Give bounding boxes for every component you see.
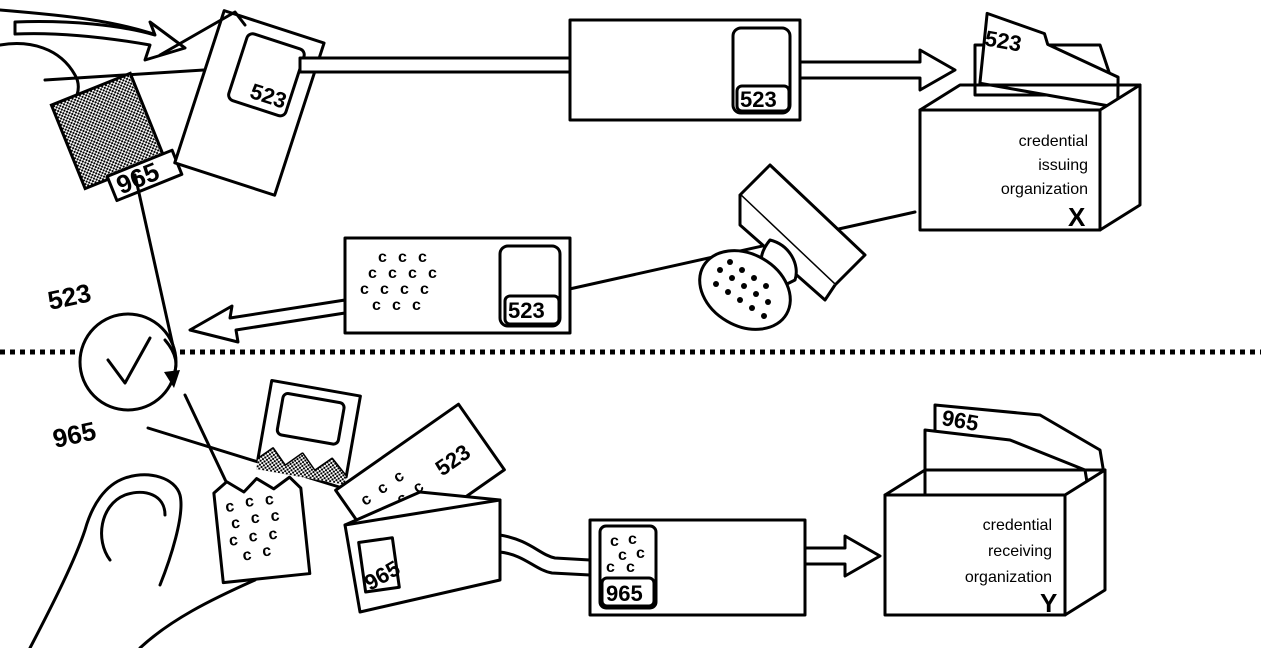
bottom-time-number: 965 xyxy=(50,416,99,454)
svg-text:c: c xyxy=(268,526,279,544)
receiver-letter: Y xyxy=(1040,588,1057,618)
bottom-envelope-number: 965 xyxy=(606,581,643,606)
svg-text:c: c xyxy=(378,249,387,266)
svg-text:c: c xyxy=(408,265,417,282)
issuer-line-2: issuing xyxy=(1038,157,1088,174)
receiver-line-3: organization xyxy=(965,569,1052,586)
top-time-number: 523 xyxy=(45,278,94,316)
receiver-line-1: credential xyxy=(983,517,1052,534)
shaded-tag: 965 xyxy=(49,71,184,203)
svg-text:c: c xyxy=(228,532,239,550)
svg-text:c: c xyxy=(264,491,275,509)
svg-text:c: c xyxy=(242,547,253,565)
svg-text:c: c xyxy=(244,493,255,511)
tilted-card: 523 xyxy=(173,9,326,197)
clock-icon xyxy=(78,312,180,412)
receiver-line-2: receiving xyxy=(988,543,1052,560)
svg-text:c: c xyxy=(618,547,627,564)
svg-text:c: c xyxy=(398,249,407,266)
card-slot xyxy=(158,10,247,57)
to-receiver-arrow-icon xyxy=(803,534,882,578)
svg-text:c: c xyxy=(250,510,261,528)
top-connector xyxy=(298,56,572,74)
svg-text:c: c xyxy=(230,515,241,533)
insert-arrow-icon xyxy=(13,20,187,62)
to-issuer-arrow-icon xyxy=(798,48,957,92)
return-arrow-icon xyxy=(188,298,347,344)
svg-text:c: c xyxy=(392,297,401,314)
pocket-holder-icon: 965 xyxy=(343,490,502,614)
svg-text:c: c xyxy=(418,249,427,266)
stamp-icon xyxy=(698,163,867,331)
svg-text:c: c xyxy=(412,297,421,314)
svg-text:c: c xyxy=(270,507,281,525)
receiver-file-box-icon: 965 credential receiving organization Y xyxy=(883,403,1107,618)
svg-text:c: c xyxy=(610,533,619,550)
top-string xyxy=(133,173,177,357)
svg-text:c: c xyxy=(261,543,272,561)
svg-text:c: c xyxy=(360,281,369,298)
svg-text:c: c xyxy=(368,265,377,282)
svg-text:c: c xyxy=(248,528,259,546)
svg-text:c: c xyxy=(400,281,409,298)
torn-card-top xyxy=(256,378,362,485)
svg-text:c: c xyxy=(626,559,635,576)
bottom-string xyxy=(183,393,232,492)
svg-text:c: c xyxy=(420,281,429,298)
issuer-line-3: organization xyxy=(1001,181,1088,198)
svg-text:c: c xyxy=(636,545,645,562)
issuer-line-1: credential xyxy=(1019,133,1088,150)
top-envelope-icon: 523 xyxy=(568,18,802,122)
svg-text:c: c xyxy=(628,531,637,548)
svg-text:c: c xyxy=(388,265,397,282)
stamped-envelope-number: 523 xyxy=(508,298,545,323)
issuer-letter: X xyxy=(1068,202,1086,232)
svg-text:c: c xyxy=(225,498,236,516)
svg-text:c: c xyxy=(428,265,437,282)
bottom-connector xyxy=(498,533,592,577)
svg-text:c: c xyxy=(606,559,615,576)
bottom-pointer-line xyxy=(146,426,367,497)
bottom-hand-icon xyxy=(28,473,257,648)
issuer-file-box-icon: 523 credential issuing organization X xyxy=(918,11,1142,232)
svg-text:c: c xyxy=(380,281,389,298)
svg-text:c: c xyxy=(372,297,381,314)
top-envelope-number: 523 xyxy=(740,87,777,112)
